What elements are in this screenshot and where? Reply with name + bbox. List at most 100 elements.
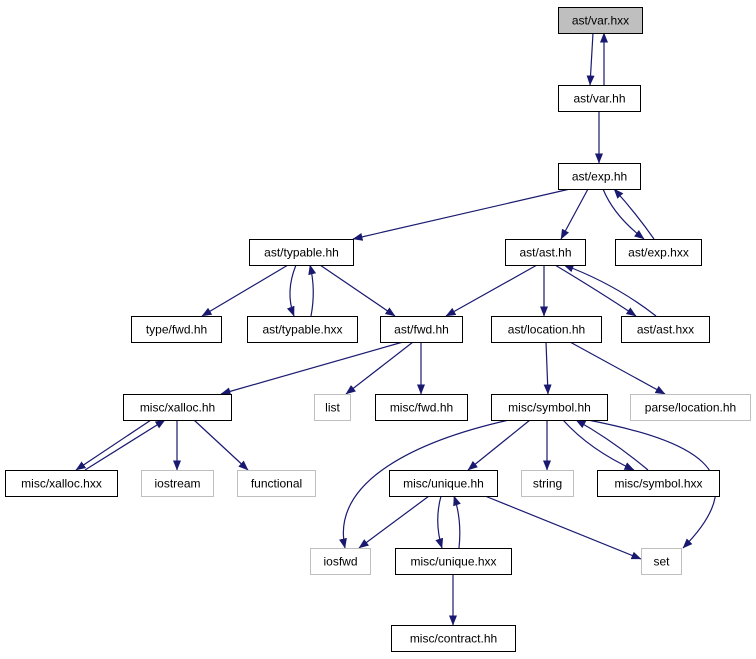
edge-misc-unique-hxx-to-misc-unique-hh: [453, 495, 461, 549]
node-layer: ast/var.hxx ast/var.hh ast/exp.hh ast/typab…: [5, 7, 751, 652]
node-box: [621, 316, 710, 343]
node-label: parse/location.hh: [645, 401, 736, 415]
node-ast-ast-hxx[interactable]: ast/ast.hxx: [621, 316, 710, 343]
node-ast-location-hh[interactable]: ast/location.hh: [491, 316, 602, 343]
node-box: [558, 85, 641, 112]
node-box: [558, 7, 643, 34]
node-label: ast/fwd.hh: [394, 323, 449, 337]
edge-ast-var-hxx-to-ast-var-hh: [586, 32, 595, 86]
node-misc-xalloc-hh[interactable]: misc/xalloc.hh: [123, 394, 232, 421]
edge-misc-unique-hh-to-misc-unique-hxx: [435, 495, 444, 549]
edge-ast-typable-hxx-to-ast-typable-hh: [308, 264, 317, 317]
node-box: [491, 394, 608, 421]
node-label: ast/location.hh: [508, 323, 585, 337]
node-ast-fwd-hh[interactable]: ast/fwd.hh: [380, 316, 463, 343]
edge-layer: [75, 32, 717, 626]
node-ast-ast-hh[interactable]: ast/ast.hh: [505, 239, 586, 266]
node-ast-typable-hh[interactable]: ast/typable.hh: [249, 239, 354, 266]
node-label: ast/var.hh: [573, 92, 625, 106]
node-box: [123, 394, 232, 421]
edge-ast-ast-hxx-to-ast-ast-hh: [563, 264, 657, 317]
node-box: [491, 316, 602, 343]
node-label: iostream: [154, 477, 200, 491]
node-misc-unique-hxx[interactable]: misc/unique.hxx: [395, 548, 512, 575]
edge-misc-xalloc-hh-to-functional: [193, 419, 249, 471]
node-box: [247, 316, 358, 343]
node-misc-fwd-hh[interactable]: misc/fwd.hh: [375, 394, 468, 421]
node-box: [395, 548, 512, 575]
node-label: ast/typable.hxx: [262, 323, 342, 337]
node-label: ast/exp.hh: [572, 170, 627, 184]
node-label: misc/contract.hh: [410, 632, 497, 646]
node-label: misc/fwd.hh: [390, 401, 453, 415]
node-misc-symbol-hxx[interactable]: misc/symbol.hxx: [597, 470, 720, 497]
node-misc-xalloc-hxx[interactable]: misc/xalloc.hxx: [5, 470, 118, 497]
node-box: [389, 470, 498, 497]
node-label: misc/symbol.hh: [508, 401, 591, 415]
edge-ast-location-hh-to-misc-symbol-hh: [543, 341, 552, 395]
edge-misc-symbol-hh-to-misc-symbol-hxx: [562, 419, 635, 471]
node-box: [5, 470, 118, 497]
node-ast-exp-hh[interactable]: ast/exp.hh: [558, 163, 641, 190]
node-box: [558, 163, 641, 190]
node-label: string: [533, 477, 562, 491]
edge-ast-fwd-hh-to-misc-xalloc-hh: [220, 341, 404, 396]
edge-ast-exp-hxx-to-ast-exp-hh: [613, 188, 655, 240]
node-box: [615, 239, 702, 266]
edge-ast-typable-hh-to-ast-typable-hxx: [286, 264, 297, 317]
node-type-fwd-hh[interactable]: type/fwd.hh: [131, 316, 222, 343]
node-iosfwd: iosfwd: [310, 548, 371, 575]
node-box: [131, 316, 222, 343]
node-box: [521, 470, 574, 497]
node-label: misc/xalloc.hxx: [21, 477, 102, 491]
node-label: ast/typable.hh: [264, 246, 339, 260]
node-box: [505, 239, 586, 266]
edge-ast-location-hh-to-parse-location-hh: [569, 341, 666, 395]
node-misc-unique-hh[interactable]: misc/unique.hh: [389, 470, 498, 497]
node-ast-exp-hxx[interactable]: ast/exp.hxx: [615, 239, 702, 266]
edge-misc-symbol-hh-to-set: [587, 419, 717, 549]
node-list: list: [314, 394, 351, 421]
node-box: [375, 394, 468, 421]
edge-ast-typable-hh-to-type-fwd-hh: [201, 264, 289, 317]
edge-ast-exp-hh-to-ast-ast-hh: [560, 188, 589, 240]
node-ast-var-hh[interactable]: ast/var.hh: [558, 85, 641, 112]
node-box: [249, 239, 354, 266]
node-ast-var-hxx[interactable]: ast/var.hxx: [558, 7, 643, 34]
node-iostream: iostream: [141, 470, 214, 497]
edge-misc-symbol-hxx-to-misc-symbol-hh: [575, 419, 649, 471]
edge-misc-xalloc-hh-to-misc-xalloc-hxx: [75, 419, 152, 471]
node-label: ast/exp.hxx: [628, 246, 689, 260]
edge-ast-exp-hh-to-ast-typable-hh: [352, 188, 571, 241]
node-label: set: [653, 555, 670, 569]
node-box: [314, 394, 351, 421]
node-box: [630, 394, 751, 421]
node-functional: functional: [237, 470, 316, 497]
node-set: set: [641, 548, 682, 575]
node-box: [391, 625, 516, 652]
node-label: ast/ast.hxx: [637, 323, 694, 337]
node-label: misc/unique.hh: [403, 477, 484, 491]
edge-misc-symbol-hh-to-iosfwd: [339, 419, 510, 549]
edge-ast-ast-hh-to-ast-ast-hxx: [554, 264, 637, 317]
node-box: [237, 470, 316, 497]
node-label: misc/unique.hxx: [410, 555, 496, 569]
node-box: [597, 470, 720, 497]
node-misc-symbol-hh[interactable]: misc/symbol.hh: [491, 394, 608, 421]
node-label: type/fwd.hh: [146, 323, 207, 337]
node-box: [141, 470, 214, 497]
node-string: string: [521, 470, 574, 497]
node-ast-typable-hxx[interactable]: ast/typable.hxx: [247, 316, 358, 343]
node-box: [310, 548, 371, 575]
node-label: ast/var.hxx: [572, 14, 629, 28]
edge-misc-unique-hh-to-iosfwd: [358, 495, 430, 549]
node-label: functional: [251, 477, 302, 491]
edge-ast-fwd-hh-to-list: [345, 341, 414, 395]
edge-ast-exp-hh-to-ast-exp-hxx: [602, 188, 645, 240]
node-box: [380, 316, 463, 343]
node-label: misc/xalloc.hh: [140, 401, 215, 415]
edge-ast-typable-hh-to-ast-fwd-hh: [319, 264, 396, 317]
node-parse-location-hh: parse/location.hh: [630, 394, 751, 421]
node-misc-contract-hh[interactable]: misc/contract.hh: [391, 625, 516, 652]
